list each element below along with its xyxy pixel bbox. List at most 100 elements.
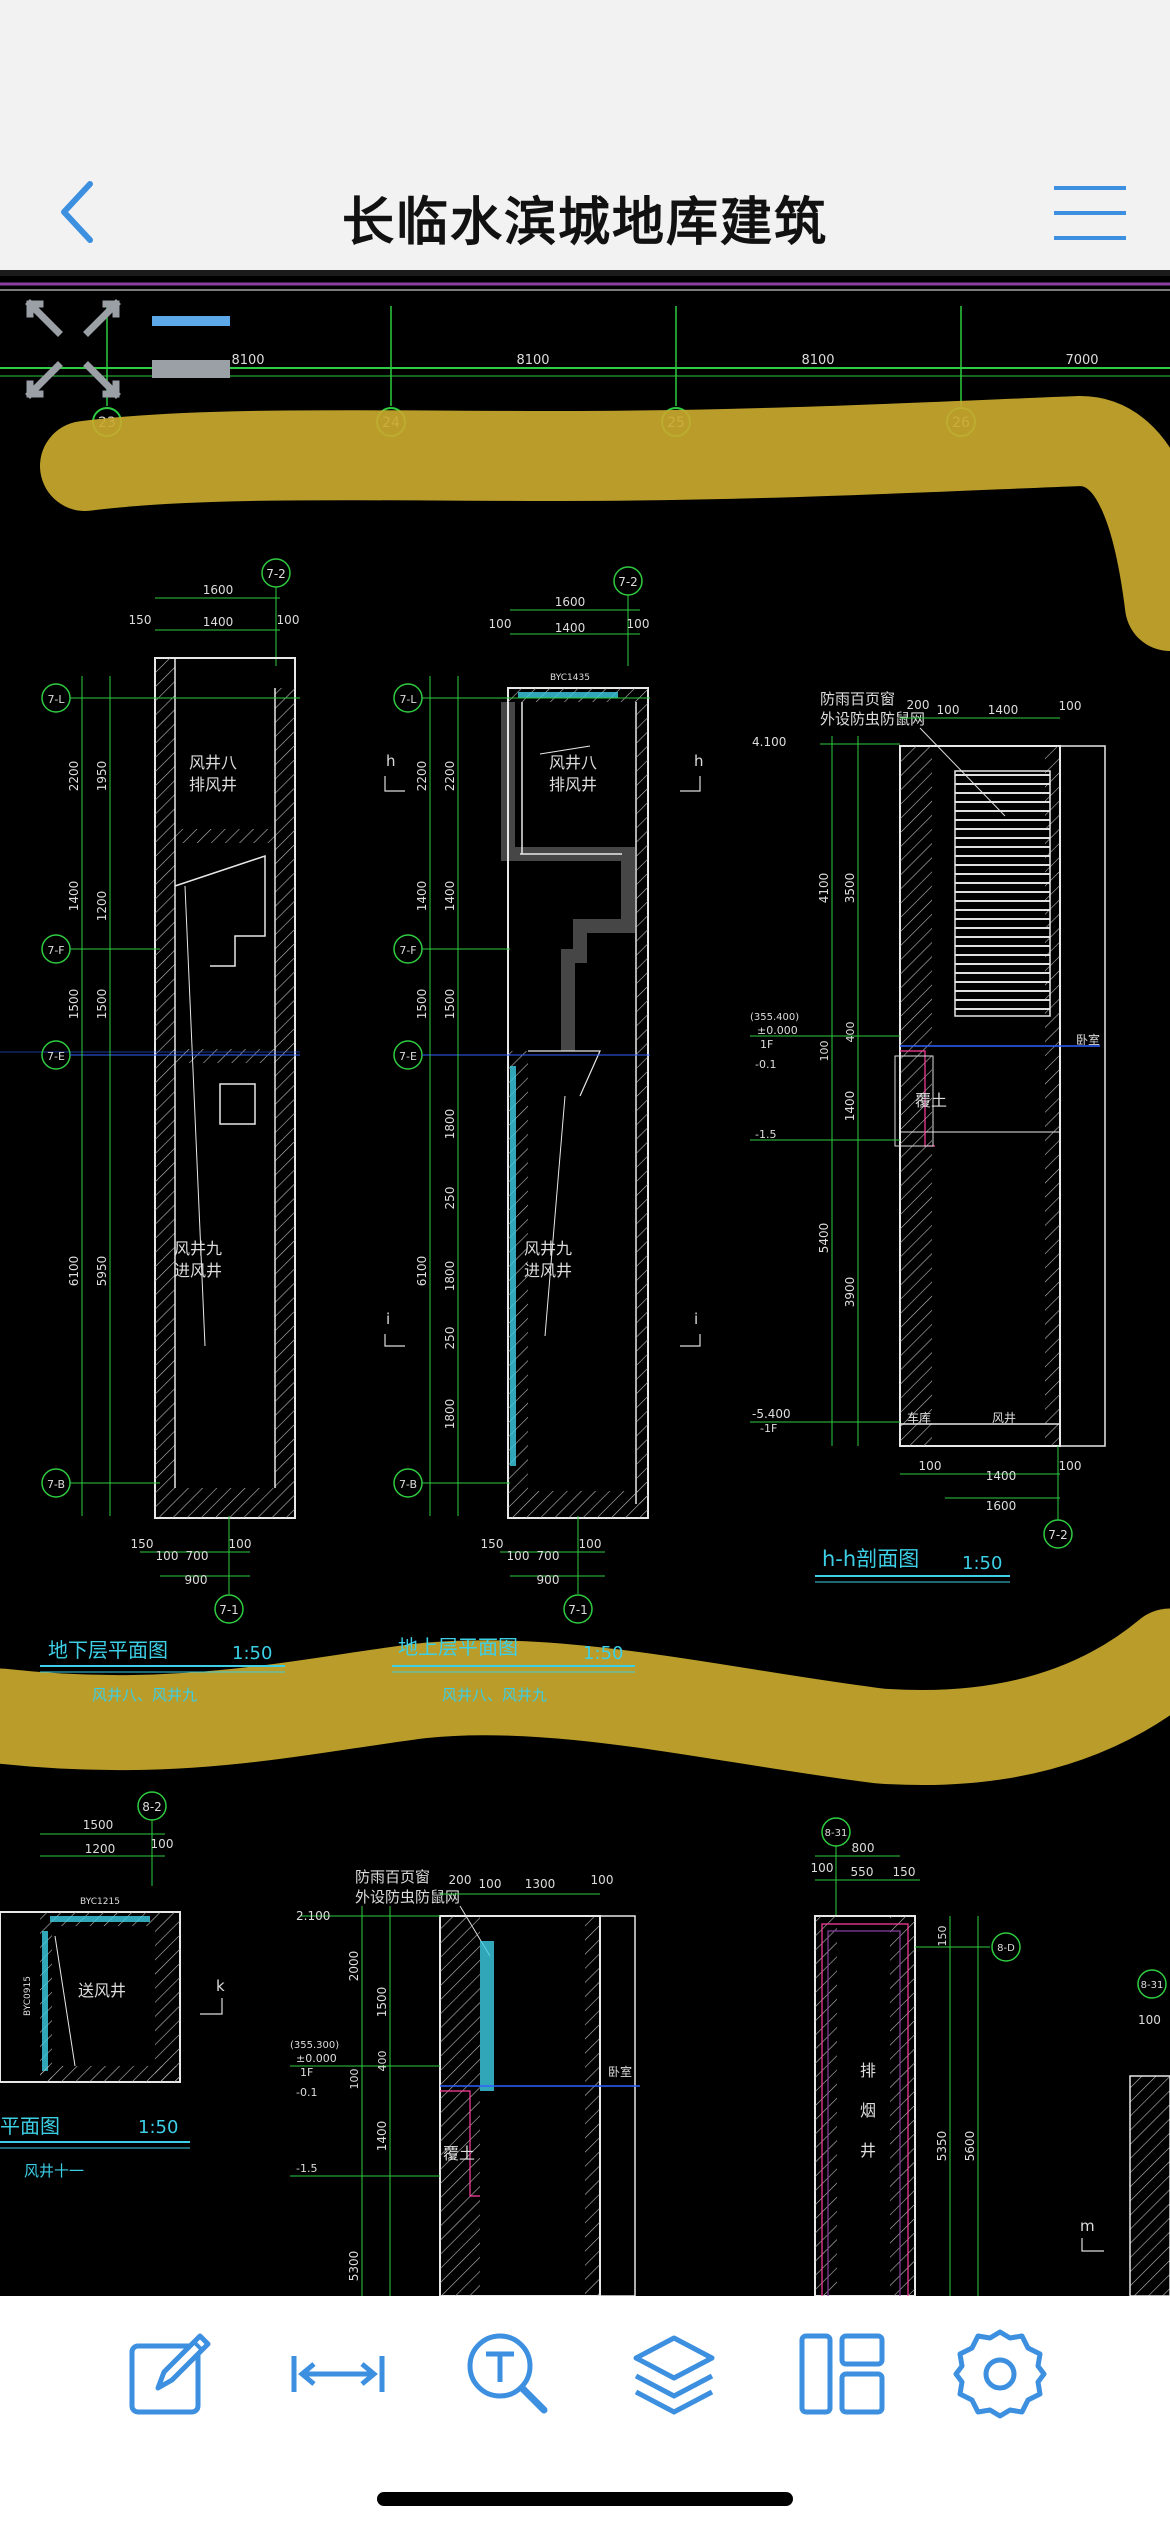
dim-text: 1800 [443,1399,457,1430]
grid-tag: 8-31 [1141,1980,1164,1991]
grid-tag: 7-L [399,693,417,706]
grid-tag: 7-2 [618,575,638,589]
svg-text:外设防虫防鼠网: 外设防虫防鼠网 [355,1888,460,1906]
section-mark: i [386,1310,390,1328]
dim-text: 3500 [843,873,857,904]
section-label: 风井 [992,1411,1016,1425]
dim-text: 1200 [95,891,109,922]
dim-text: 100 [579,1537,602,1551]
dim-text: 200 [449,1873,472,1887]
dim-text: 1400 [415,881,429,912]
dim-text: 6100 [67,1256,81,1287]
level-label: -1.5 [755,1128,776,1141]
dim-text: 1400 [986,1469,1017,1483]
dim-text: 100 [507,1549,530,1563]
dim-text: 1800 [443,1109,457,1140]
svg-text:进风井: 进风井 [524,1261,572,1280]
grid-tag: 8-31 [825,1828,848,1839]
dim-text: 5300 [347,2251,361,2282]
grid-tag: 7-1 [568,1603,588,1617]
grid-tag: 7-L [47,693,65,706]
dim-text: 100 [811,1861,834,1875]
menu-button[interactable] [1050,178,1130,248]
dim-text: 1500 [67,989,81,1020]
svg-text:排风井: 排风井 [189,775,237,794]
svg-text:外设防虫防鼠网: 外设防虫防鼠网 [820,710,925,728]
dim-text: 100 [818,1041,831,1062]
highlight-stroke [0,1608,1170,1786]
layer-toggle-button[interactable] [152,316,230,378]
grid-tag: 7-E [47,1050,65,1063]
layer-inactive-bar [152,360,230,378]
level-label: 2.100 [296,1909,330,1923]
drawing-scale: 1:50 [962,1553,1002,1574]
layout-button[interactable] [792,2324,892,2424]
grid-tag: 8-D [997,1943,1015,1954]
nav-bar: 长临水滨城地库建筑 [0,150,1170,276]
dim-text: 1600 [555,595,586,609]
level-label: ±0.000 [757,1024,798,1037]
grid-tag: 7-E [399,1050,417,1063]
section-mark: h [694,752,704,770]
grid-tag: 7-2 [266,567,286,581]
layers-icon [633,2335,715,2415]
edit-button[interactable] [120,2324,220,2424]
dim-text: 100 [151,1837,174,1851]
drawing-subtitle: 风井八、风井九 [442,1686,547,1704]
section-lower: 防雨百页窗 外设防虫防鼠网 200 100 1300 100 覆土 卧室 2.1… [290,1868,640,2296]
svg-text:烟: 烟 [860,2101,876,2120]
dim-text: 100 [937,703,960,717]
status-bar [0,0,1170,150]
dim-text: 400 [844,1022,857,1043]
dim-text: 2200 [67,761,81,792]
dim-text: 100 [479,1877,502,1891]
svg-text:井: 井 [860,2141,876,2160]
section-note: 防雨百页窗 [820,690,895,708]
dim-text: 1400 [375,2121,389,2152]
dim-text: 100 [489,617,512,631]
measure-button[interactable] [288,2324,388,2424]
left-grid-tags-2: 7-L 7-F 7-E 7-B [393,683,650,1498]
settings-button[interactable] [950,2324,1050,2424]
dim-text: 800 [852,1841,875,1855]
dim-text: 6100 [415,1256,429,1287]
plan-lower-right: 8-31 800 100 550 150 排 烟 井 8-D 150 5350 … [811,1817,1170,2296]
dim-text: 700 [186,1549,209,1563]
settings-icon [953,2329,1047,2419]
dim-text: 1600 [986,1499,1017,1513]
dim-text: 700 [537,1549,560,1563]
measure-icon [291,2356,385,2392]
dim-text: 1600 [203,583,234,597]
room-label: 风井八 [189,753,237,772]
expand-arrows-icon [25,299,121,399]
layers-button[interactable] [624,2324,724,2424]
text-search-button[interactable] [456,2324,556,2424]
dim-text: 1400 [555,621,586,635]
section-label: 卧室 [1076,1032,1100,1047]
chevron-left-icon [61,181,93,243]
hamburger-menu-icon [1054,186,1126,240]
drawing-title: 地上层平面图 [398,1635,518,1659]
dim-text: 100 [1059,699,1082,713]
bottom-toolbar [0,2296,1170,2532]
section-label: 车库 [907,1410,931,1425]
plan-lower-left: 8-2 1500 1200 100 BYC1215 BYC0915 送风井 k … [0,1791,225,2180]
fullscreen-button[interactable] [25,299,121,399]
axis-dimensions: 8100 8100 8100 7000 [106,306,1099,406]
level-label: ±0.000 [296,2052,337,2065]
back-button[interactable] [40,172,120,252]
dim-text: 1500 [443,989,457,1020]
dim-text: 1300 [525,1877,556,1891]
drawing-subtitle: 风井十一 [24,2162,84,2180]
drawing-scale: 1:50 [138,2117,178,2138]
window-label: BYC0915 [23,1976,33,2016]
level-label: (355.300) [290,2040,339,2051]
dim-text: 5950 [95,1256,109,1287]
home-indicator [377,2492,793,2506]
grid-tag: 7-F [399,944,416,957]
svg-text:进风井: 进风井 [174,1261,222,1280]
drawing-canvas[interactable]: 8100 8100 8100 7000 23 24 25 26 7-2 1600… [0,276,1170,2296]
svg-text:排风井: 排风井 [549,775,597,794]
section-mark: k [216,1977,225,1995]
layer-active-bar [152,316,230,326]
